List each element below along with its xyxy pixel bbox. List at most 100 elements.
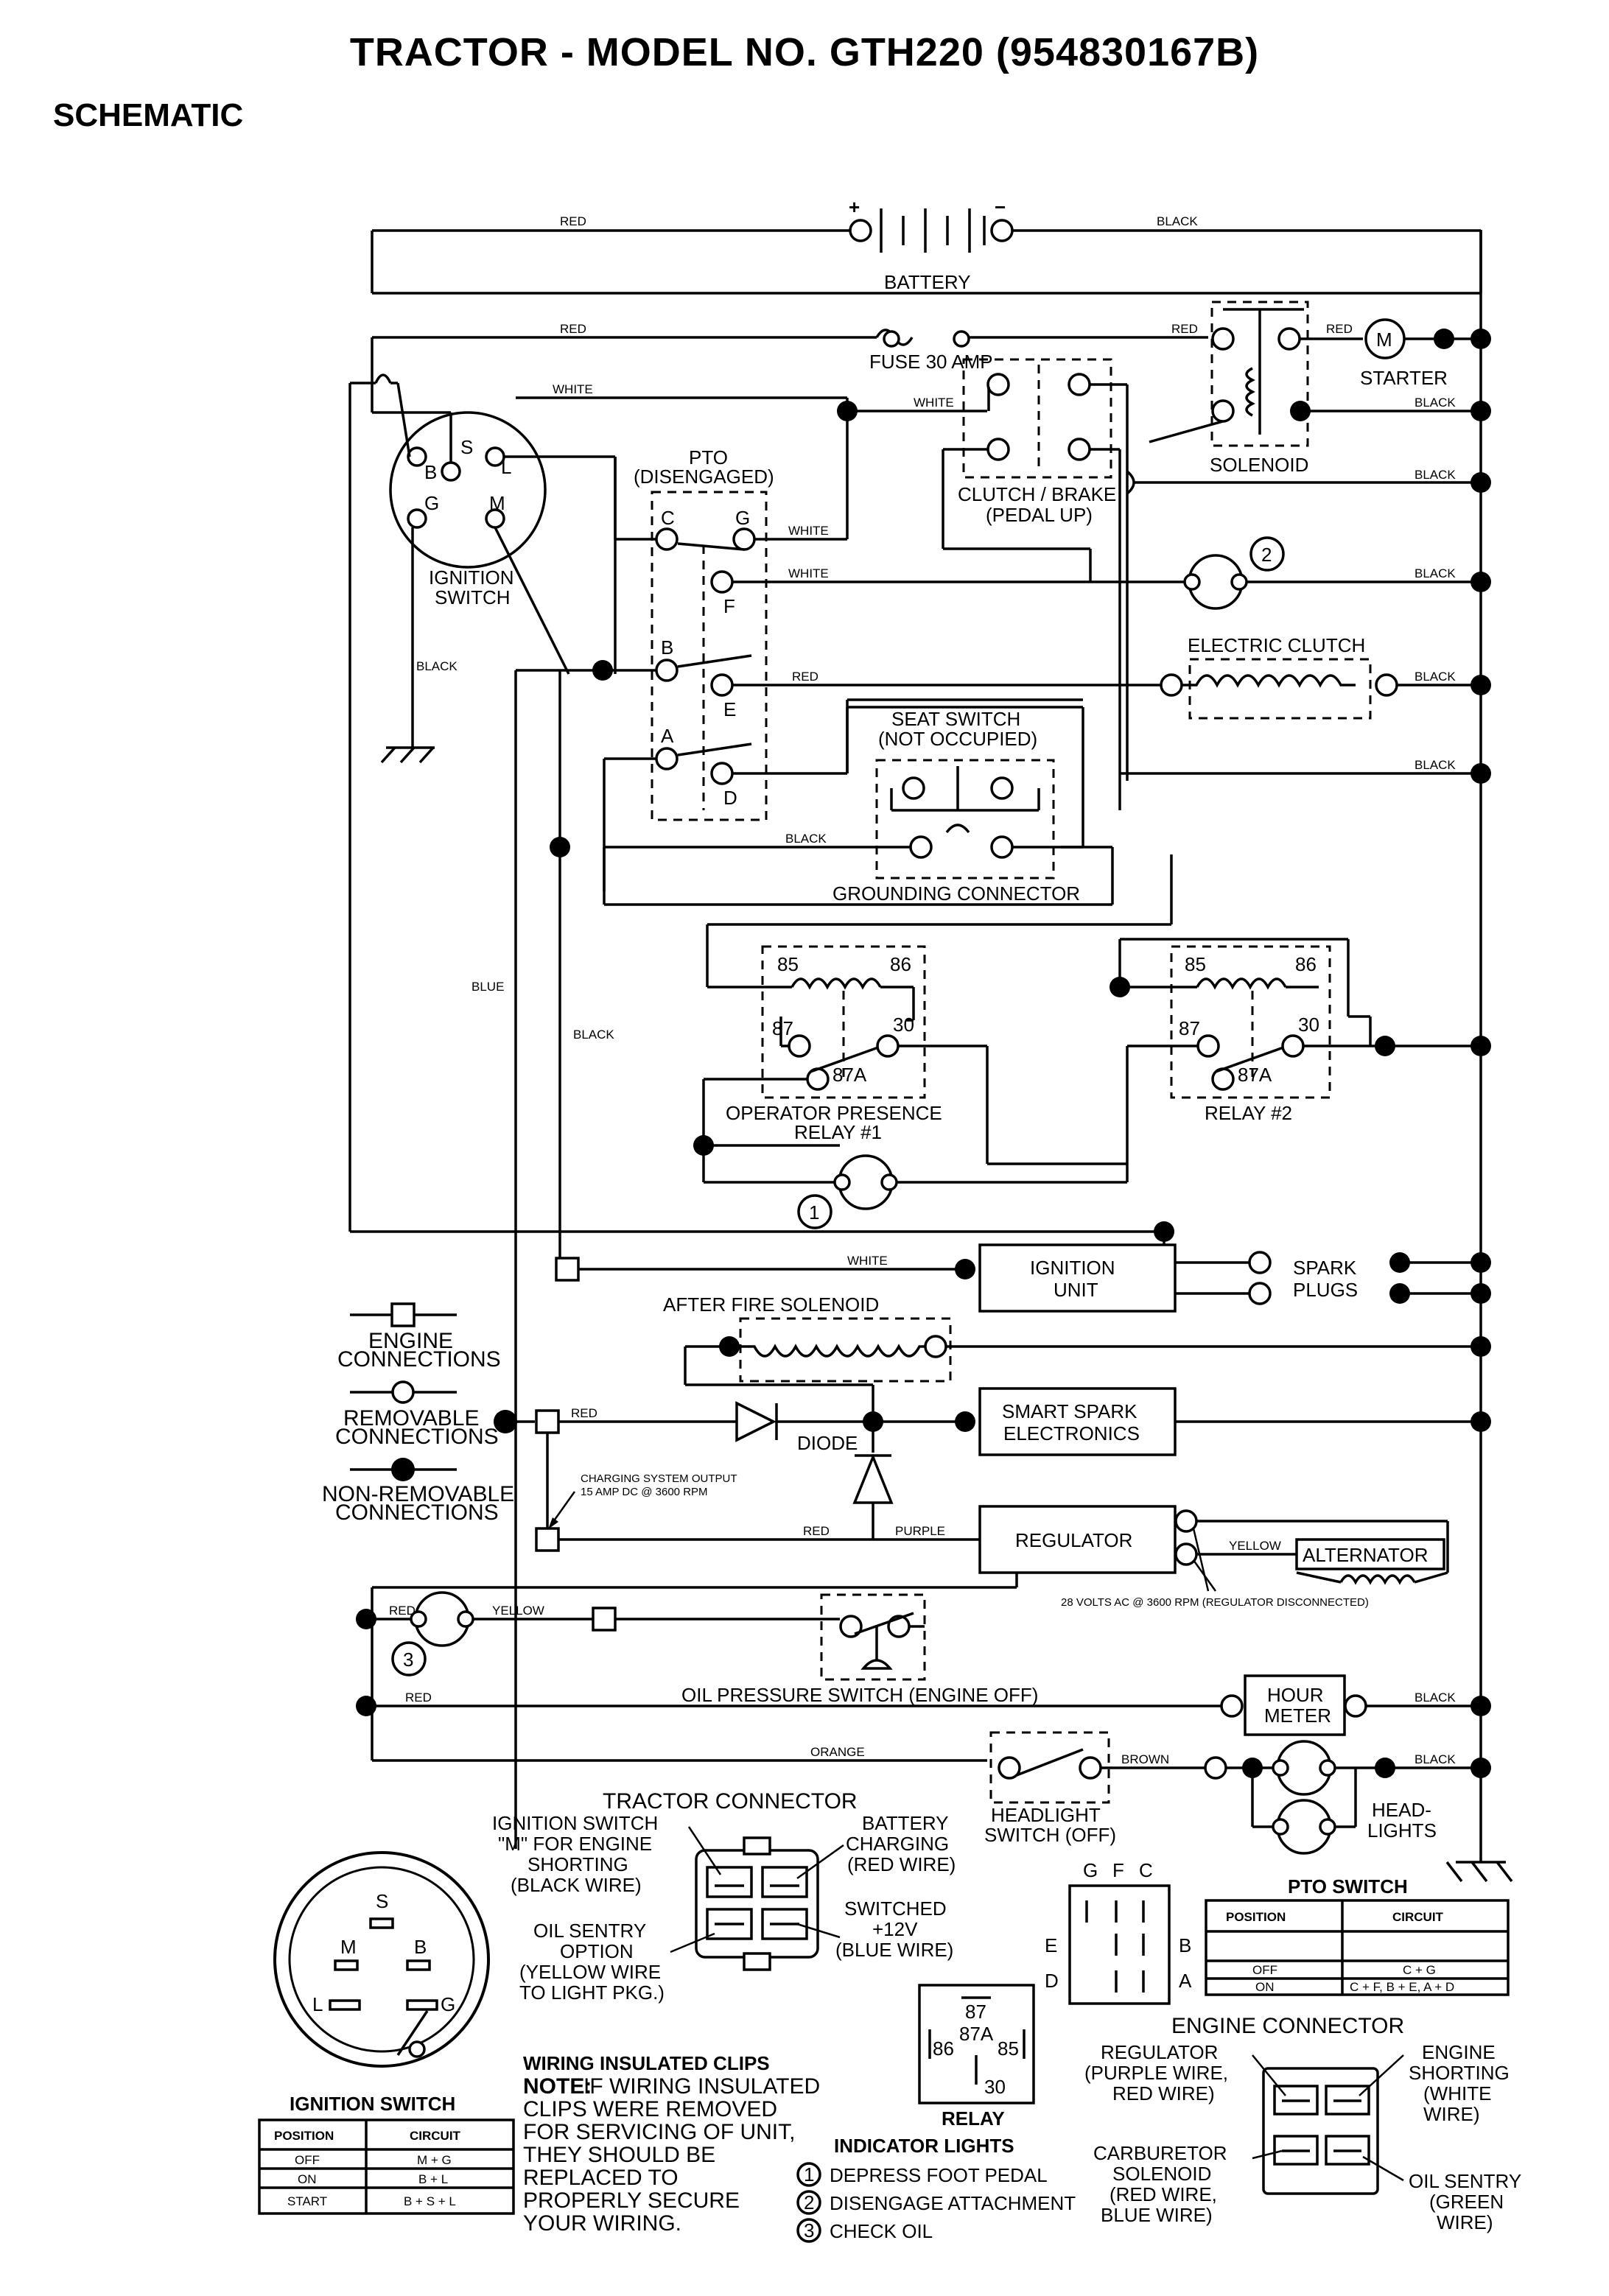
regulator-label: REGULATOR [1015, 1529, 1132, 1551]
svg-text:THEY SHOULD BE: THEY SHOULD BE [523, 2143, 715, 2167]
svg-text:M: M [340, 1936, 357, 1958]
svg-text:D: D [1045, 1970, 1059, 1992]
alternator-label: ALTERNATOR [1303, 1544, 1428, 1566]
svg-text:E: E [1045, 1934, 1057, 1956]
svg-text:G: G [441, 1993, 455, 2015]
svg-text:CONNECTIONS: CONNECTIONS [335, 1425, 499, 1449]
svg-text:87A: 87A [1238, 1064, 1272, 1086]
svg-text:F: F [1112, 1859, 1124, 1881]
svg-text:M: M [489, 492, 505, 514]
svg-text:C + G: C + G [1403, 1963, 1436, 1977]
svg-text:LIGHTS: LIGHTS [1367, 1819, 1437, 1842]
svg-text:B: B [1179, 1934, 1191, 1956]
pto-label-1: PTO [689, 446, 728, 468]
ignition-switch-label-2: SWITCH [435, 586, 511, 608]
diode-circuit: RED DIODE SMART SPARK ELECTRONICS CHARGI… [494, 1387, 1491, 1540]
relay1-label-1: OPERATOR PRESENCE [726, 1102, 942, 1124]
svg-text:87A: 87A [959, 2023, 994, 2045]
electric-clutch-label: ELECTRIC CLUTCH [1188, 634, 1365, 656]
svg-text:IF WIRING INSULATED: IF WIRING INSULATED [583, 2074, 820, 2099]
pto-switch: PTO (DISENGAGED) C G F B E A D WHITE WHI… [514, 411, 1090, 1232]
wire-label-red: RED [560, 214, 586, 228]
fuse-label: FUSE 30 AMP [869, 351, 993, 373]
starter-m: M [1376, 329, 1392, 351]
svg-text:BLACK: BLACK [785, 832, 827, 846]
svg-text:WHITE: WHITE [914, 396, 954, 410]
svg-text:(YELLOW WIRE: (YELLOW WIRE [519, 1961, 661, 1983]
svg-text:ENGINE CONNECTOR: ENGINE CONNECTOR [1171, 2014, 1404, 2038]
page-subtitle: SCHEMATIC [53, 97, 244, 133]
svg-text:15 AMP DC @ 3600 RPM: 15 AMP DC @ 3600 RPM [581, 1486, 708, 1498]
svg-text:G: G [424, 492, 439, 514]
svg-text:B: B [661, 636, 673, 659]
svg-text:OFF: OFF [295, 2153, 320, 2167]
headlight-circuit: ORANGE BROWN BLACK HEADLIGHT [372, 1731, 1491, 1855]
svg-text:RED: RED [405, 1691, 432, 1705]
svg-text:3: 3 [804, 2219, 814, 2241]
oil-pressure-label: OIL PRESSURE SWITCH (ENGINE OFF) [681, 1684, 1038, 1706]
svg-text:CIRCUIT: CIRCUIT [410, 2129, 461, 2143]
starter-circuit: FUSE 30 AMP RED RED SOLENOID RED M START… [371, 301, 1491, 476]
ignition-switch: S B L G M IGNITION SWITCH BLACK W [348, 373, 849, 1232]
svg-text:RED WIRE): RED WIRE) [1112, 2082, 1215, 2104]
svg-text:PROPERLY SECURE: PROPERLY SECURE [523, 2188, 740, 2213]
engine-connector: ENGINE CONNECTOR REGULATOR (PURPLE WIRE,… [1084, 2014, 1521, 2233]
battery-minus: − [995, 196, 1006, 218]
solenoid-label: SOLENOID [1210, 454, 1308, 476]
diode-label: DIODE [797, 1432, 858, 1454]
svg-text:NOTE:: NOTE: [523, 2074, 592, 2099]
seat-switch: SEAT SWITCH (NOT OCCUPIED) BLACK GROUNDI… [550, 706, 1114, 906]
svg-text:CHARGING SYSTEM OUTPUT: CHARGING SYSTEM OUTPUT [581, 1472, 737, 1485]
pto-switch-table: PTO SWITCH POSITION CIRCUIT OFF C + G ON… [1205, 1875, 1510, 1996]
svg-text:BLACK: BLACK [1415, 468, 1456, 482]
svg-text:WHITE: WHITE [788, 566, 829, 580]
svg-text:(BLUE WIRE): (BLUE WIRE) [835, 1939, 953, 1961]
ignition-switch-label-1: IGNITION [429, 566, 514, 589]
regulator-alternator: RED PURPLE REGULATOR YELLOW ALTERNATOR 2… [535, 1505, 1449, 1609]
svg-text:OIL SENTRY: OIL SENTRY [533, 1920, 646, 1942]
indicator-2-and-clutch: BLACK 2 ELECTRIC CLUTCH BLACK BLACK [1090, 536, 1491, 784]
svg-text:WIRE): WIRE) [1423, 2103, 1480, 2125]
svg-text:BLUE: BLUE [472, 980, 504, 994]
left-bus [350, 1221, 1174, 1849]
svg-text:PLUGS: PLUGS [1293, 1279, 1358, 1301]
svg-text:ORANGE: ORANGE [810, 1745, 865, 1759]
svg-text:YELLOW: YELLOW [492, 1604, 544, 1618]
svg-text:3: 3 [403, 1649, 413, 1671]
svg-text:BLACK: BLACK [1415, 758, 1456, 772]
svg-text:(PURPLE WIRE,: (PURPLE WIRE, [1084, 2062, 1228, 2084]
relay1-label-2: RELAY #1 [794, 1121, 882, 1143]
svg-text:87: 87 [772, 1017, 793, 1039]
svg-text:BLACK: BLACK [1415, 1691, 1456, 1705]
svg-text:(GREEN: (GREEN [1429, 2191, 1504, 2213]
svg-text:RED: RED [560, 322, 586, 336]
svg-text:L: L [501, 456, 511, 478]
svg-text:BLACK: BLACK [1415, 1752, 1456, 1766]
hour-meter-circuit: RED HOUR METER BLACK [356, 1674, 1491, 1736]
svg-text:SHORTING: SHORTING [1409, 2062, 1510, 2084]
svg-text:C: C [1139, 1859, 1153, 1881]
svg-text:WHITE: WHITE [788, 524, 829, 538]
svg-text:85: 85 [777, 953, 799, 975]
svg-text:PTO SWITCH: PTO SWITCH [1288, 1875, 1408, 1897]
svg-text:SWITCHED: SWITCHED [844, 1897, 947, 1920]
svg-text:SMART SPARK: SMART SPARK [1002, 1400, 1137, 1422]
svg-text:CARBURETOR: CARBURETOR [1093, 2142, 1227, 2164]
svg-text:IGNITION SWITCH: IGNITION SWITCH [492, 1812, 658, 1834]
svg-text:NON-REMOVABLE: NON-REMOVABLE [322, 1482, 514, 1506]
svg-text:SPARK: SPARK [1293, 1257, 1357, 1279]
svg-text:FOR SERVICING OF UNIT,: FOR SERVICING OF UNIT, [523, 2120, 795, 2144]
svg-text:REGULATOR: REGULATOR [1101, 2041, 1218, 2063]
svg-text:M + G: M + G [417, 2153, 452, 2167]
relay-1: 85 86 87 30 87A OPERATOR PRESENCE RELAY … [693, 854, 1173, 1229]
svg-text:87A: 87A [832, 1064, 867, 1086]
legend: ENGINE CONNECTIONS REMOVABLE CONNECTIONS… [322, 1302, 514, 1525]
svg-text:85: 85 [1185, 953, 1206, 975]
svg-text:POSITION: POSITION [274, 2129, 334, 2143]
svg-text:SOLENOID: SOLENOID [1112, 2163, 1211, 2185]
svg-text:BROWN: BROWN [1121, 1752, 1169, 1766]
svg-text:S: S [376, 1890, 388, 1912]
svg-text:HEAD-: HEAD- [1372, 1799, 1431, 1821]
svg-text:(WHITE: (WHITE [1423, 2082, 1491, 2104]
